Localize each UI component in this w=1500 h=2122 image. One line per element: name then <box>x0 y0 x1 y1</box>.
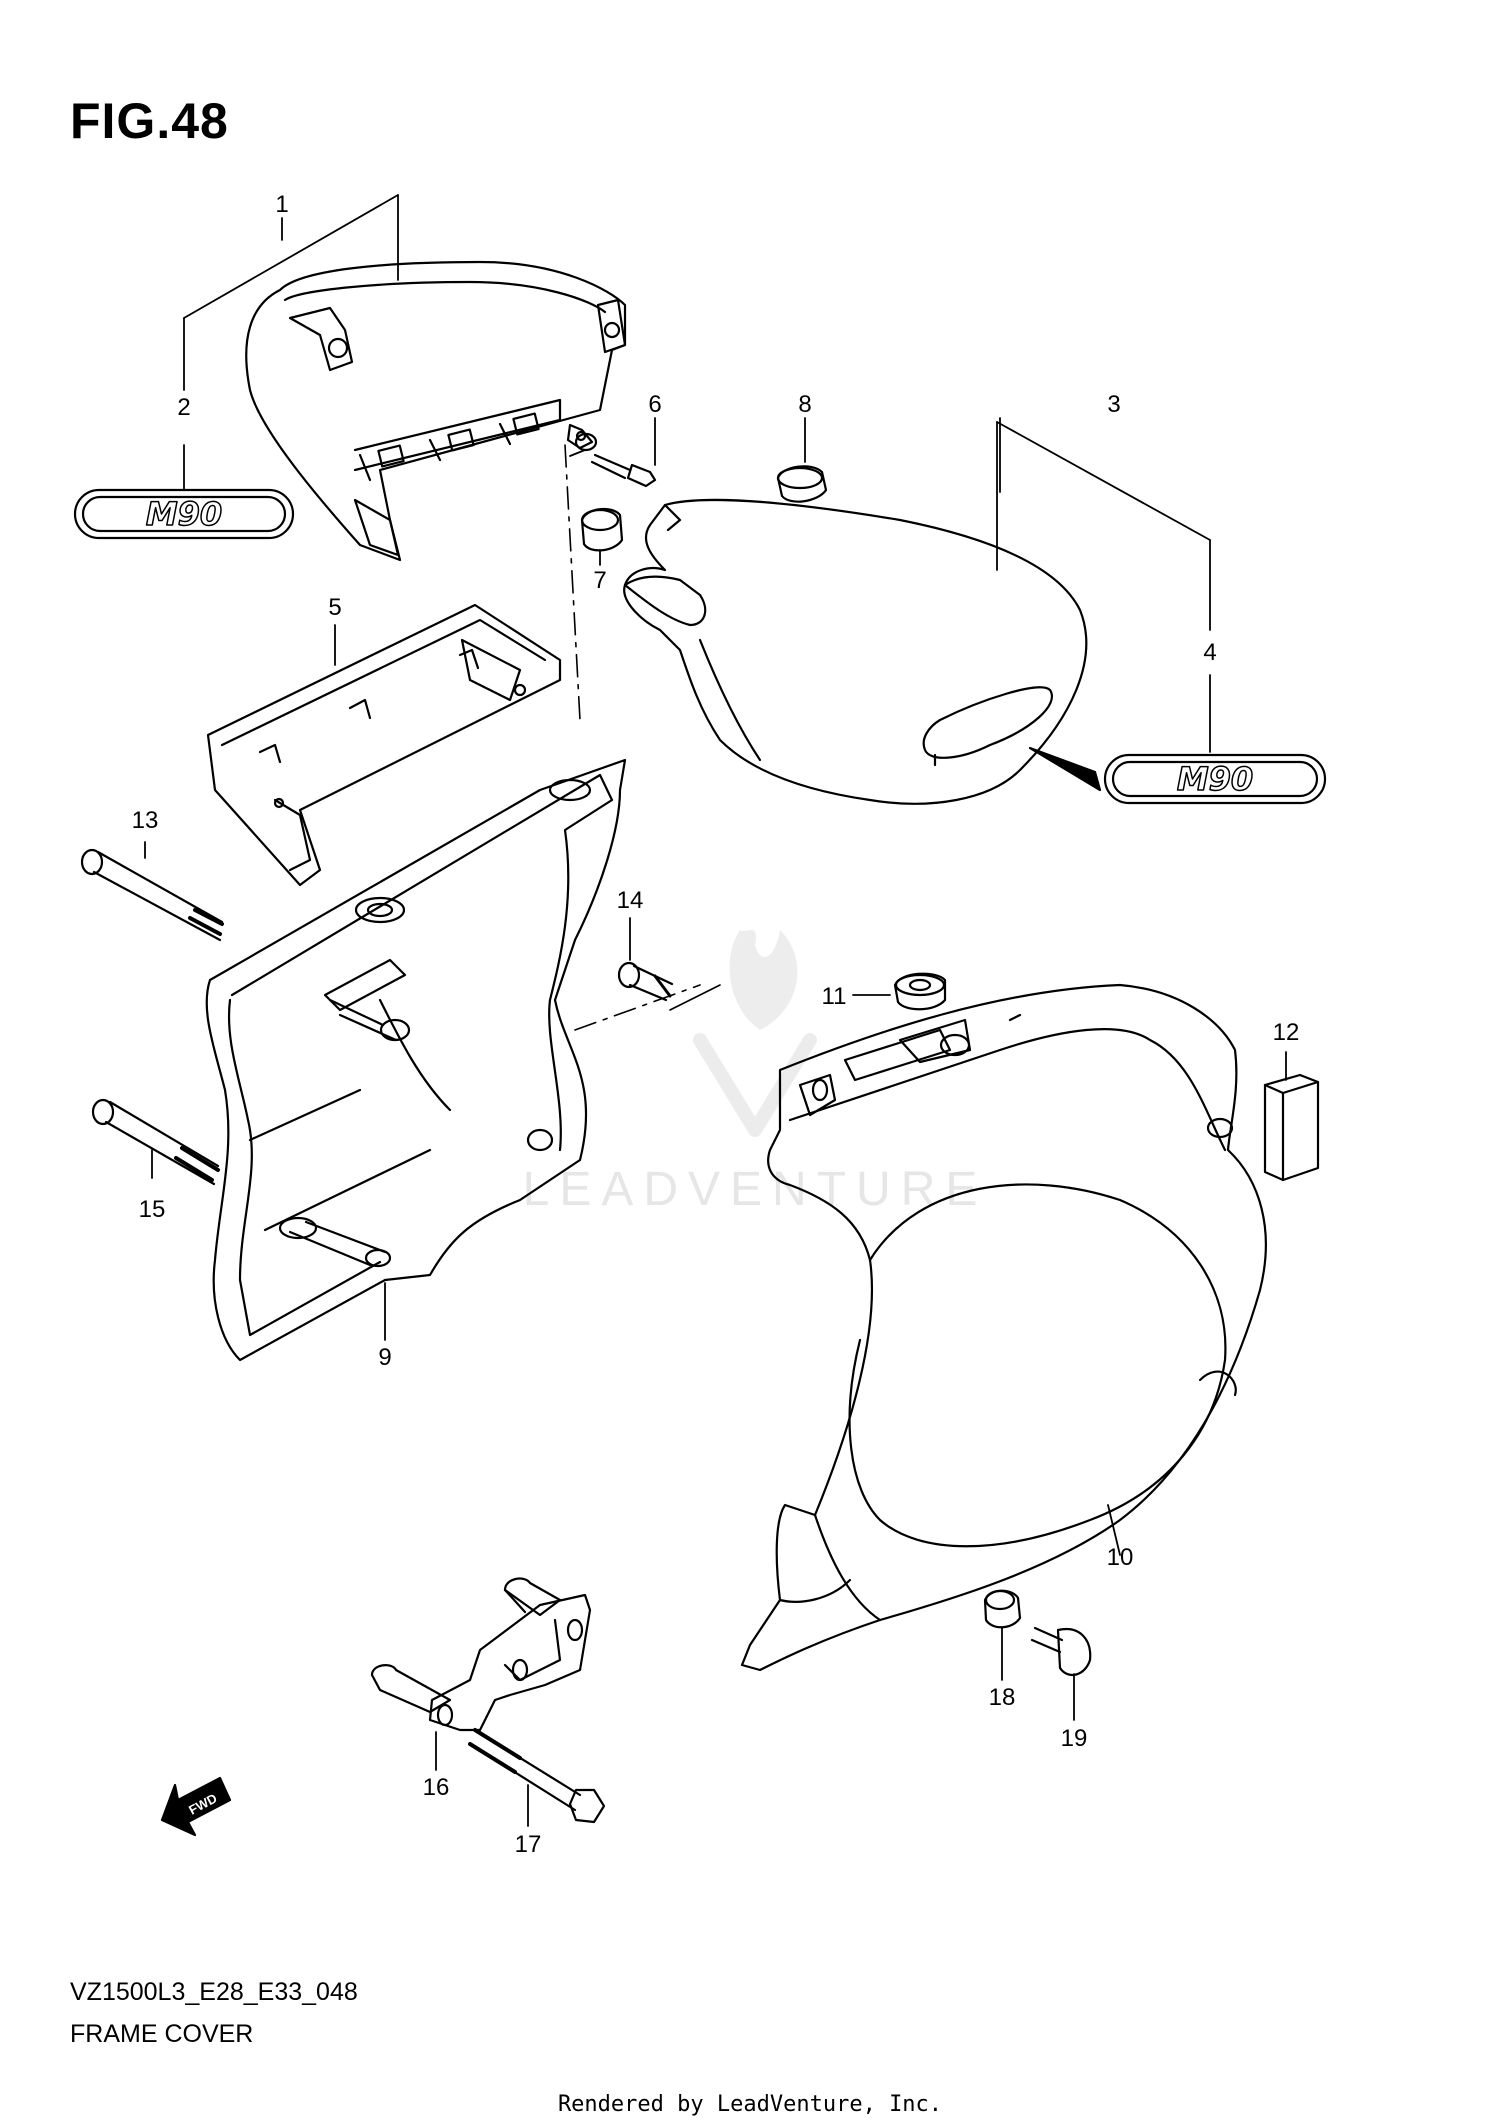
part-3-side-cover <box>623 498 1088 805</box>
part-17-bolt <box>468 1728 606 1827</box>
callout-11: 11 <box>822 983 847 1010</box>
callout-labels: 1 2 3 4 5 6 7 8 9 10 11 12 13 14 15 16 1… <box>132 191 1300 1858</box>
rendered-by-credit: Rendered by LeadVenture, Inc. <box>557 2092 943 2117</box>
callout-1: 1 <box>275 191 288 218</box>
watermark-text: LEADVENTURE <box>523 1163 988 1216</box>
callout-4: 4 <box>1203 639 1216 666</box>
part-12-pad <box>1263 1051 1320 1182</box>
part-2-emblem: M90 <box>73 488 295 540</box>
diagram-name: FRAME COVER <box>70 2020 254 2048</box>
callout-18: 18 <box>989 1684 1016 1711</box>
callout-10: 10 <box>1107 1544 1134 1571</box>
callout-19: 19 <box>1061 1725 1088 1752</box>
emblem-text-2: M90 <box>146 495 222 533</box>
callout-2: 2 <box>177 394 190 421</box>
part-5-bracket <box>206 603 562 887</box>
part-19-screw <box>1030 1626 1092 1721</box>
callout-14: 14 <box>617 887 644 914</box>
callout-17: 17 <box>515 1831 542 1858</box>
leader-lines-1-2 <box>183 194 399 491</box>
forward-direction-arrow: FWD <box>160 1776 232 1837</box>
watermark: LEADVENTURE <box>523 930 988 1216</box>
callout-7: 7 <box>593 567 606 594</box>
part-8-grommet <box>776 417 828 503</box>
emblem-pointer-arrow <box>1028 746 1102 792</box>
part-16-stay <box>370 1577 592 1771</box>
part-13-bolt <box>80 841 224 942</box>
callout-13: 13 <box>132 807 159 834</box>
callout-5: 5 <box>328 594 341 621</box>
callout-8: 8 <box>798 391 811 418</box>
part-9-frame-bracket <box>205 758 627 1362</box>
emblem-text-4: M90 <box>1177 760 1253 798</box>
part-4-emblem: M90 <box>1103 753 1327 805</box>
part-6-screw <box>569 417 657 488</box>
figure-title: FIG.48 <box>70 93 229 149</box>
leader-lines-3-4 <box>996 417 1211 753</box>
callout-15: 15 <box>139 1196 166 1223</box>
part-11-grommet <box>852 972 947 1011</box>
callout-6: 6 <box>648 391 661 418</box>
callout-12: 12 <box>1273 1019 1300 1046</box>
callout-9: 9 <box>378 1344 391 1371</box>
part-14-screw <box>617 917 674 1002</box>
part-7-grommet <box>580 507 624 566</box>
part-1-upper-frame-cover <box>245 260 627 562</box>
callout-3: 3 <box>1107 391 1120 418</box>
part-18-grommet <box>983 1589 1022 1681</box>
assembly-dash-lines <box>564 444 721 1031</box>
diagram-code: VZ1500L3_E28_E33_048 <box>70 1978 358 2006</box>
callout-16: 16 <box>423 1774 450 1801</box>
part-10-main-cover <box>740 983 1267 1672</box>
part-15-bolt <box>91 1098 220 1186</box>
